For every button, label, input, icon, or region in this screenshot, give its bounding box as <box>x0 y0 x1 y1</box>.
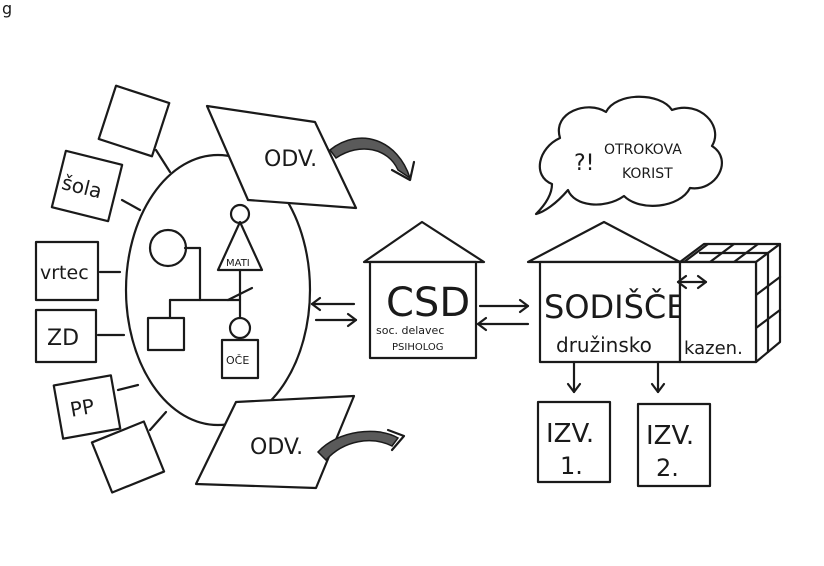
speech-line2: KORIST <box>622 166 673 182</box>
speech-bubble: ?! OTROKOVA KORIST <box>536 97 722 214</box>
odv-top-arrow <box>330 138 410 178</box>
speech-mark: ?! <box>574 151 595 176</box>
arrows-csd-court <box>478 300 528 330</box>
csd-line2: PSIHOLOG <box>392 342 444 353</box>
odv-bottom-label: ODV. <box>250 435 303 460</box>
csd-line1: soc. delavec <box>376 324 444 337</box>
ring-box-zd-label: ZD <box>47 326 79 351</box>
court-roof <box>528 222 680 262</box>
odv-top: ODV. <box>207 106 356 208</box>
speech-line1: OTROKOVA <box>604 142 682 158</box>
mother-circle <box>150 230 186 266</box>
court-criminal-label: kazen. <box>684 338 743 359</box>
report-1-line2: 1. <box>560 452 583 480</box>
court-building: SODIŠČE družinsko kazen. <box>528 222 780 392</box>
ring-box-pp-label: PP <box>68 394 96 422</box>
spoke-bottom <box>150 412 166 430</box>
mother-head <box>231 205 249 223</box>
court-family-label: družinsko <box>556 333 652 357</box>
ring-box-blank-top <box>99 86 170 157</box>
mother-label: MATI <box>226 258 250 269</box>
report-2: IZV. 2. <box>638 404 710 486</box>
child-square <box>148 318 184 350</box>
report-1: IZV. 1. <box>538 402 610 482</box>
father-head <box>230 318 250 338</box>
odv-top-label: ODV. <box>264 147 317 172</box>
report-1-line1: IZV. <box>546 419 594 449</box>
csd-roof <box>364 222 484 262</box>
ring-box-vrtec-label: vrtec <box>40 262 89 284</box>
spoke-pp <box>118 385 138 390</box>
csd-house: CSD soc. delavec PSIHOLOG <box>364 222 484 358</box>
arrows-family-csd <box>312 298 356 326</box>
report-2-line1: IZV. <box>646 421 694 451</box>
report-2-line2: 2. <box>656 454 679 482</box>
csd-title: CSD <box>386 280 470 326</box>
father-label: OČE <box>226 354 249 367</box>
spoke-top <box>156 150 170 172</box>
spoke-sola <box>122 200 140 210</box>
court-title: SODIŠČE <box>544 287 686 326</box>
corner-label: g <box>2 0 12 18</box>
